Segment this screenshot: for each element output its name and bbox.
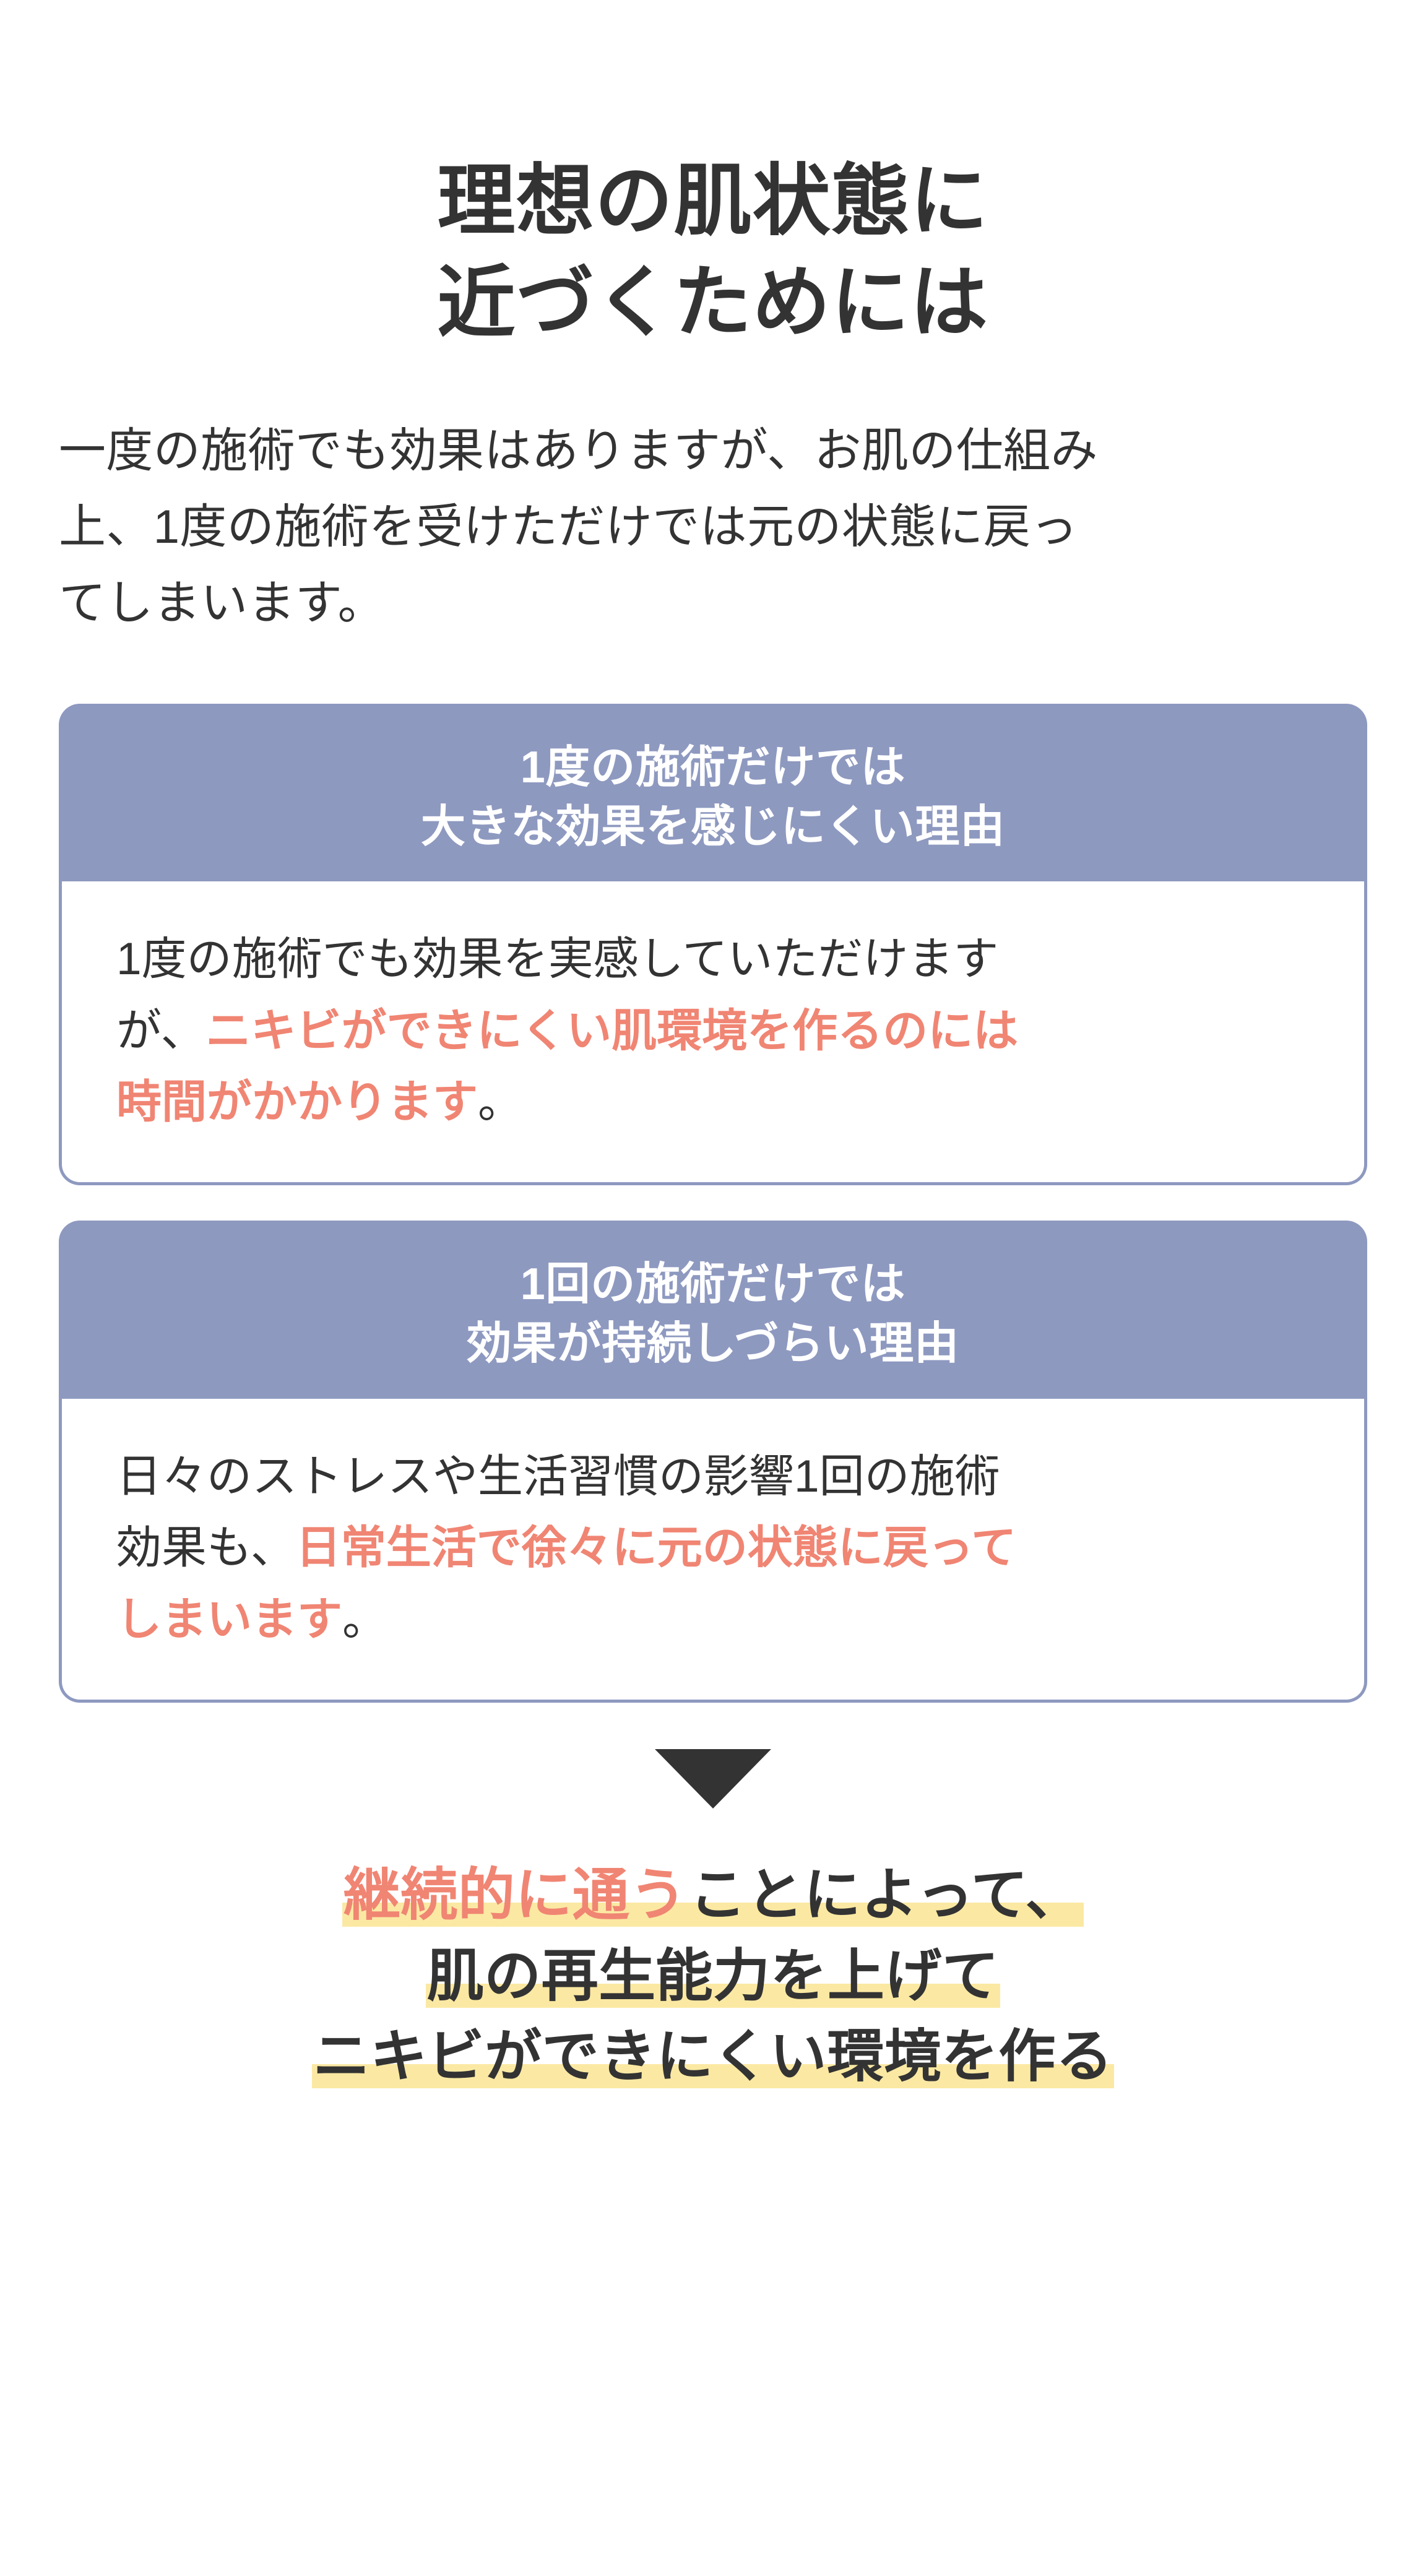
conclusion-block: 継続的に通うことによって、 肌の再生能力を上げて ニキビができにくい環境を作る bbox=[59, 1855, 1367, 2184]
intro-paragraph: 一度の施術でも効果はありますが、お肌の仕組み 上、1度の施術を受けただけでは元の… bbox=[59, 413, 1367, 641]
triangle-down-icon bbox=[655, 1748, 771, 1809]
conclusion-line-3-text: ニキビができにくい環境を作る bbox=[311, 2025, 1115, 2089]
reason-card-2-text-highlight-1: 日常生活で徐々に元の状態に戻って bbox=[295, 1523, 1017, 1573]
intro-line-1: 一度の施術でも効果はありますが、お肌の仕組み bbox=[59, 424, 1098, 477]
reason-card-2-text-plain-2: 効果も、 bbox=[116, 1523, 296, 1573]
reason-card-1-header-line-1: 1度の施術だけでは bbox=[520, 742, 906, 792]
arrow-separator bbox=[59, 1703, 1367, 1855]
reason-card-1-text-highlight-2: 時間がかかります bbox=[116, 1077, 478, 1128]
reason-card-2-text-highlight-2: しまいます bbox=[116, 1594, 342, 1645]
reason-card-2-body-line-3: しまいます。 bbox=[116, 1584, 1321, 1655]
reason-card-2-text-plain-3: 。 bbox=[342, 1594, 387, 1645]
reason-card-2-header-line-2: 効果が持続しづらい理由 bbox=[467, 1319, 959, 1369]
reason-card-2-body-line-2: 効果も、日常生活で徐々に元の状態に戻って bbox=[116, 1512, 1321, 1583]
page-title-line-1: 理想の肌状態に bbox=[437, 157, 989, 244]
reason-card-1: 1度の施術だけでは 大きな効果を感じにくい理由 1度の施術でも効果を実感していた… bbox=[59, 703, 1367, 1186]
reason-card-2-body-line-1: 日々のストレスや生活習慣の影響1回の施術 bbox=[116, 1441, 1321, 1512]
reason-card-2-text-plain-1: 日々のストレスや生活習慣の影響1回の施術 bbox=[116, 1451, 1000, 1502]
conclusion-line-1-plain: ことによって、 bbox=[688, 1863, 1084, 1927]
reason-card-2: 1回の施術だけでは 効果が持続しづらい理由 日々のストレスや生活習慣の影響1回の… bbox=[59, 1221, 1367, 1703]
reason-card-1-header-line-2: 大きな効果を感じにくい理由 bbox=[421, 802, 1005, 852]
page-title: 理想の肌状態に 近づくためには bbox=[59, 0, 1367, 353]
conclusion-line-3: ニキビができにくい環境を作る bbox=[59, 2016, 1367, 2098]
page-title-line-2: 近づくためには bbox=[437, 258, 989, 346]
reason-card-2-header-line-1: 1回の施術だけでは bbox=[520, 1260, 906, 1310]
intro-line-2: 上、1度の施術を受けただけでは元の状態に戻っ bbox=[59, 500, 1078, 553]
reason-card-1-body-line-2: が、ニキビができにくい肌環境を作るのには bbox=[116, 995, 1321, 1066]
reason-card-1-body: 1度の施術でも効果を実感していただけます が、ニキビができにくい肌環境を作るのに… bbox=[59, 881, 1367, 1186]
reason-card-1-text-highlight-1: ニキビができにくい肌環境を作るのには bbox=[205, 1005, 1019, 1056]
conclusion-line-1: 継続的に通うことによって、 bbox=[59, 1855, 1367, 1936]
reason-card-2-header: 1回の施術だけでは 効果が持続しづらい理由 bbox=[59, 1221, 1367, 1399]
reason-card-2-body: 日々のストレスや生活習慣の影響1回の施術 効果も、日常生活で徐々に元の状態に戻っ… bbox=[59, 1398, 1367, 1703]
reason-card-1-body-line-3: 時間がかかります。 bbox=[116, 1066, 1321, 1138]
reason-card-1-header: 1度の施術だけでは 大きな効果を感じにくい理由 bbox=[59, 703, 1367, 882]
conclusion-line-2: 肌の再生能力を上げて bbox=[59, 1936, 1367, 2017]
reason-card-1-text-plain-3: 。 bbox=[478, 1077, 523, 1128]
reason-card-1-text-plain-1: 1度の施術でも効果を実感していただけます bbox=[116, 934, 999, 985]
intro-line-3: てしまいます。 bbox=[59, 576, 386, 629]
conclusion-line-1-coral: 継続的に通う bbox=[342, 1863, 688, 1927]
conclusion-line-2-text: 肌の再生能力を上げて bbox=[425, 1944, 1001, 2008]
reason-card-1-body-line-1: 1度の施術でも効果を実感していただけます bbox=[116, 923, 1321, 995]
reason-card-1-text-plain-2: が、 bbox=[116, 1005, 206, 1056]
reason-card-list: 1度の施術だけでは 大きな効果を感じにくい理由 1度の施術でも効果を実感していた… bbox=[59, 703, 1367, 1703]
